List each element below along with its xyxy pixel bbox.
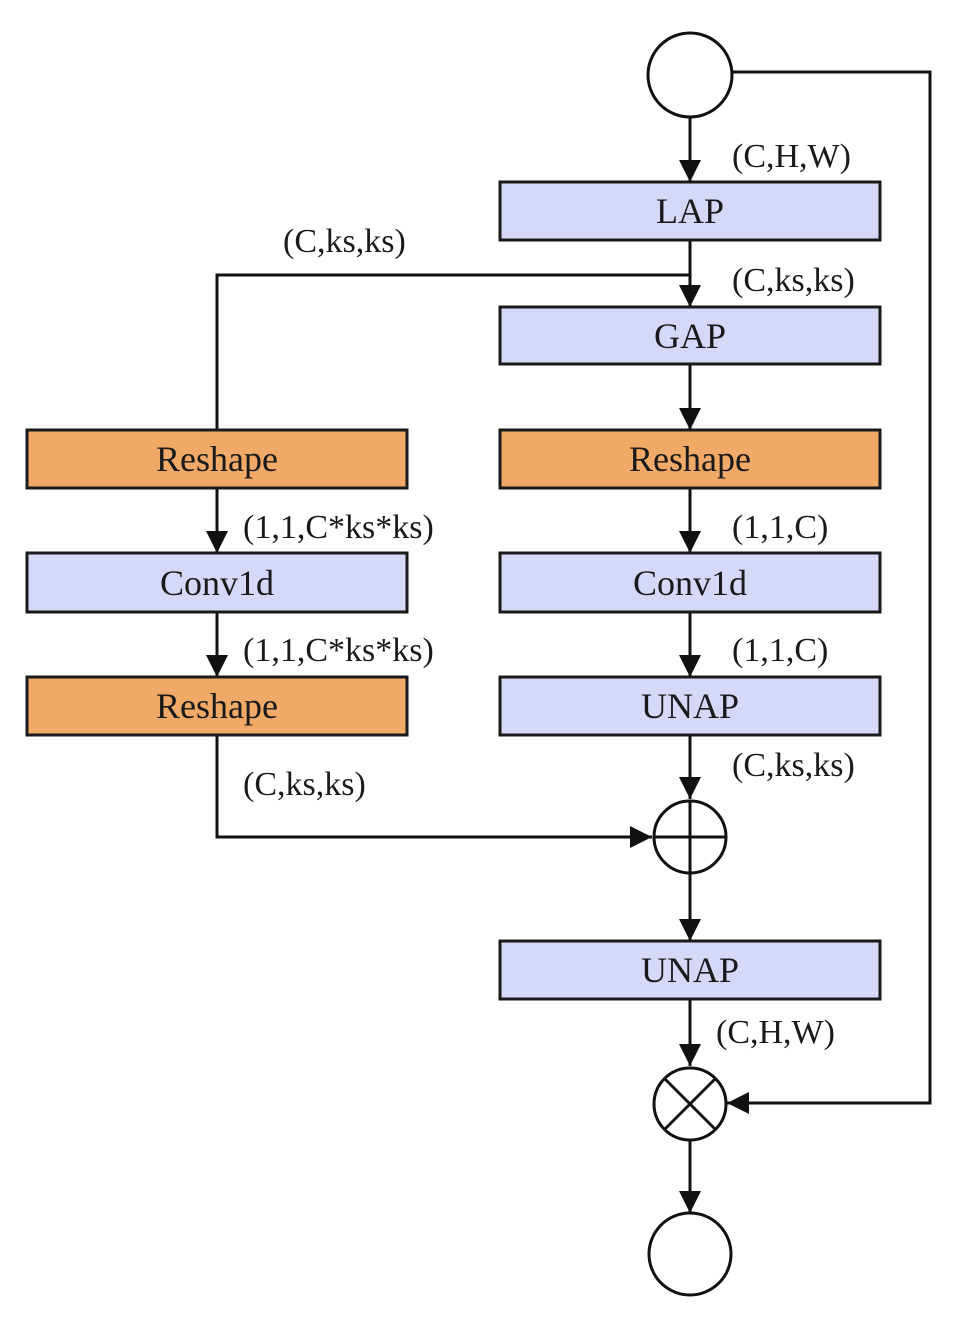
connectors <box>206 70 932 1213</box>
edge-skip-to-mul <box>727 70 932 1114</box>
multiply-node <box>652 1066 728 1142</box>
gap-label: GAP <box>654 316 726 356</box>
edge-branch-to-left-reshape <box>215 273 690 430</box>
gap-box: GAP <box>498 305 882 366</box>
input-node <box>646 31 734 119</box>
conv1d-right-box: Conv1d <box>498 551 882 614</box>
lap-label: LAP <box>656 191 724 231</box>
edge-left-to-add <box>215 735 652 848</box>
conv1d-left-label: Conv1d <box>160 563 274 603</box>
output-node <box>647 1211 733 1297</box>
label-reshape-to-conv-left: (1,1,C*ks*ks) <box>243 509 434 546</box>
label-branch-left: (C,ks,ks) <box>283 223 406 260</box>
label-unap-to-add: (C,ks,ks) <box>732 747 855 784</box>
label-conv-to-reshape-left: (1,1,C*ks*ks) <box>243 632 434 669</box>
conv1d-right-label: Conv1d <box>633 563 747 603</box>
reshape-left-top-label: Reshape <box>156 439 278 479</box>
unap-bottom-label: UNAP <box>641 950 739 990</box>
reshape-left-bottom-box: Reshape <box>25 675 409 737</box>
label-conv-to-unap-right: (1,1,C) <box>732 632 828 669</box>
label-reshape-to-conv-right: (1,1,C) <box>732 509 828 546</box>
reshape-right-label: Reshape <box>629 439 751 479</box>
unap-right-box: UNAP <box>498 675 882 737</box>
label-reshape-to-add-left: (C,ks,ks) <box>243 766 366 803</box>
add-node <box>652 799 728 875</box>
label-lap-to-gap: (C,ks,ks) <box>732 262 855 299</box>
unap-bottom-box: UNAP <box>498 939 882 1001</box>
reshape-left-top-box: Reshape <box>25 428 409 490</box>
reshape-right-box: Reshape <box>498 428 882 490</box>
unap-right-label: UNAP <box>641 686 739 726</box>
reshape-left-bottom-label: Reshape <box>156 686 278 726</box>
lap-box: LAP <box>498 180 882 242</box>
label-input-to-lap: (C,H,W) <box>732 138 851 175</box>
conv1d-left-box: Conv1d <box>25 551 409 614</box>
edge-labels: (C,H,W) (C,ks,ks) (C,ks,ks) (1,1,C) (1,1… <box>243 138 855 1051</box>
label-unap-to-mul: (C,H,W) <box>716 1014 835 1051</box>
